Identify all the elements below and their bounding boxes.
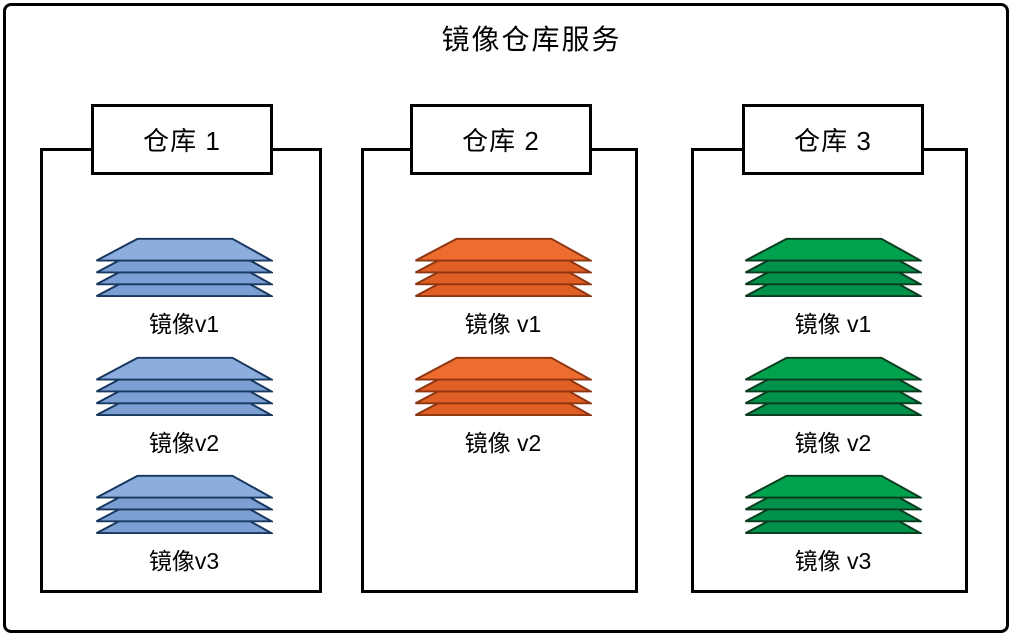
warehouse-3-label: 仓库 3 [742,104,924,175]
image-stack: 镜像 v1 [414,237,592,339]
image-layers-icon [745,237,922,297]
image-stack: 镜像 v3 [744,474,922,576]
image-stack: 镜像v1 [95,237,273,339]
image-stack: 镜像 v2 [744,356,922,458]
image-label: 镜像v3 [148,548,220,574]
warehouse-1-container: 镜像v1 镜像v2 镜像v3 [40,148,322,593]
image-label: 镜像 v1 [794,311,872,337]
warehouse-2-container: 镜像 v1 镜像 v2 [361,148,638,593]
image-layers-icon [415,356,592,416]
warehouse-1-label: 仓库 1 [91,104,273,175]
image-label: 镜像v1 [148,311,220,337]
image-label: 镜像 v1 [464,311,542,337]
image-label: 镜像 v2 [794,430,872,456]
image-stack: 镜像v2 [95,356,273,458]
image-stack: 镜像 v2 [414,356,592,458]
diagram-title: 镜像仓库服务 [441,24,622,55]
image-layers-icon [96,237,273,297]
image-layers-icon [96,474,273,534]
image-layers-icon [415,237,592,297]
image-stack: 镜像v3 [95,474,273,576]
diagram-outer-border [3,3,1009,633]
image-label: 镜像v2 [148,430,220,456]
warehouse-3-container: 镜像 v1 镜像 v2 镜像 v3 [691,148,968,593]
warehouse-2-label: 仓库 2 [410,104,592,175]
image-stack: 镜像 v1 [744,237,922,339]
image-label: 镜像 v3 [794,548,872,574]
image-layers-icon [745,474,922,534]
image-layers-icon [96,356,273,416]
image-label: 镜像 v2 [464,430,542,456]
image-layers-icon [745,356,922,416]
